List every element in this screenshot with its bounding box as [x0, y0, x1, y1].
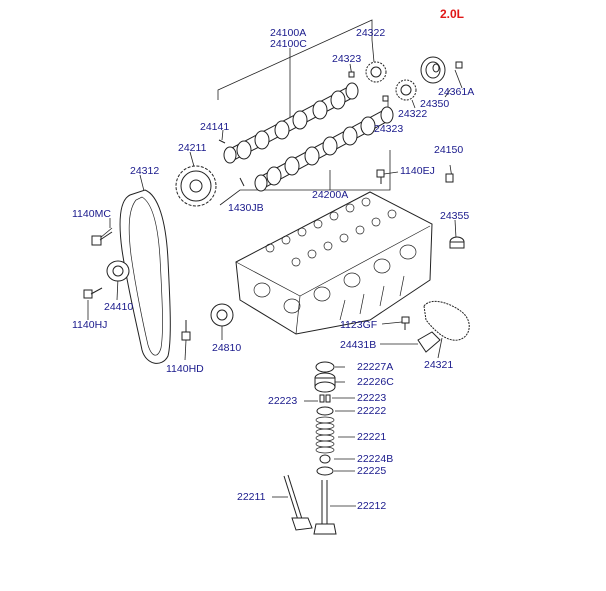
- label-1140hd: 1140HD: [166, 363, 204, 375]
- tappet-22226c: [314, 372, 336, 393]
- dowel-pin-24141: [218, 139, 226, 144]
- cam-pin-upper: [348, 71, 355, 78]
- label-22211: 22211: [237, 491, 266, 503]
- camshaft-upper: [223, 82, 359, 164]
- part-labels: 24100A 24100C 24322 24323 24361A 24350 2…: [72, 27, 474, 512]
- valve-spring-22221: [315, 416, 335, 454]
- label-24323-top: 24323: [332, 53, 361, 65]
- label-1140mc: 1140MC: [72, 208, 111, 220]
- cap-24355: [449, 236, 465, 249]
- timing-belt-24312: [119, 189, 171, 364]
- label-24431b: 24431B: [340, 339, 376, 351]
- label-22223-right: 22223: [357, 392, 386, 404]
- bolt-1140hj: [83, 287, 103, 299]
- label-1430jb: 1430JB: [228, 202, 264, 214]
- camshaft-lower: [254, 106, 394, 192]
- cvvt-actuator: [420, 56, 446, 84]
- label-22212: 22212: [357, 500, 386, 512]
- label-22226c: 22226C: [357, 376, 394, 388]
- bolt-1140mc: [91, 231, 113, 246]
- dowel-pin-1430jb: [239, 177, 245, 187]
- cam-sprocket-lower: [395, 79, 417, 101]
- bolt-24361a: [455, 61, 463, 69]
- cam-pin-lower: [382, 95, 389, 102]
- bolt-1140ej: [376, 169, 385, 184]
- bolt-1140hd: [181, 320, 191, 341]
- label-24323-mid: 24323: [374, 123, 403, 135]
- label-24355: 24355: [440, 210, 469, 222]
- idler-pulley-24810: [210, 303, 234, 327]
- label-24150: 24150: [434, 144, 463, 156]
- bolt-1123gf: [401, 316, 410, 330]
- label-22223-left: 22223: [268, 395, 297, 407]
- label-1140hj: 1140HJ: [72, 319, 107, 331]
- engine-version-label: 2.0L: [440, 7, 464, 21]
- camshaft-sprocket-24211: [175, 165, 217, 207]
- tensioner-pulley-24410: [106, 260, 130, 282]
- label-24322-top: 24322: [356, 27, 385, 39]
- label-24141: 24141: [200, 121, 229, 133]
- label-24211: 24211: [178, 142, 207, 154]
- label-1123gf: 1123GF: [340, 319, 377, 331]
- retainer-22222: [316, 406, 334, 416]
- stem-seal-22224b: [319, 454, 331, 464]
- intake-valve-22211: [283, 474, 313, 531]
- label-22221: 22221: [357, 431, 386, 443]
- label-24810: 24810: [212, 342, 241, 354]
- exhaust-valve-22212: [313, 480, 337, 535]
- chain-tensioner-24431b: [417, 331, 441, 353]
- label-24350: 24350: [420, 98, 449, 110]
- label-24312: 24312: [130, 165, 159, 177]
- label-24200a: 24200A: [312, 189, 348, 201]
- shim-22227a: [315, 361, 335, 373]
- timing-chain-24321: [423, 300, 470, 341]
- label-24100a: 24100A: [270, 27, 306, 39]
- label-22227a: 22227A: [357, 361, 393, 373]
- cylinder-head: [235, 191, 433, 335]
- label-1140ej: 1140EJ: [400, 165, 435, 177]
- cam-sprocket-upper: [365, 61, 387, 83]
- label-24322-mid: 24322: [398, 108, 427, 120]
- spring-seat-22225: [316, 466, 334, 476]
- label-24410: 24410: [104, 301, 133, 313]
- label-22224b: 22224B: [357, 453, 393, 465]
- label-24100c: 24100C: [270, 38, 307, 50]
- label-24321: 24321: [424, 359, 453, 371]
- plug-24150: [445, 173, 454, 183]
- label-22222: 22222: [357, 405, 386, 417]
- cotter-22223: [319, 394, 331, 403]
- valve-train-stack: [314, 361, 336, 476]
- label-24361a: 24361A: [438, 86, 474, 98]
- label-22225: 22225: [357, 465, 386, 477]
